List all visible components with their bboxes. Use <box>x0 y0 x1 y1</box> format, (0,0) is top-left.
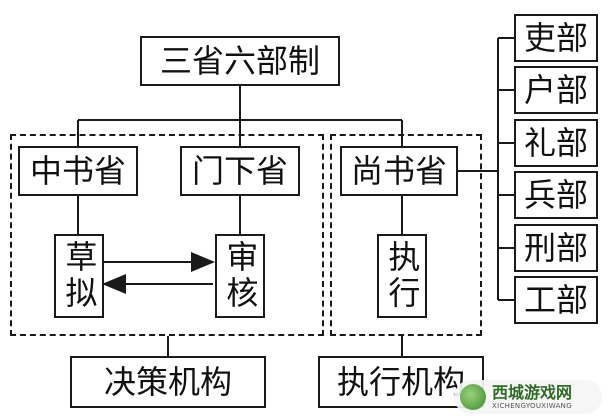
ministry-node-6: 工部 <box>514 276 598 324</box>
zhongshu-node: 中书省 <box>18 146 138 196</box>
ministry-node-2: 户部 <box>514 66 598 114</box>
ministry-node-5: 刑部 <box>514 224 598 272</box>
execution-body-label: 执行机构 <box>336 363 465 401</box>
execution-body-node: 执行机构 <box>318 356 484 408</box>
ministry-node-1: 吏部 <box>514 14 598 62</box>
site-watermark: 西城游戏网 XICHENGYOUXIWANG <box>454 380 602 414</box>
ministry-node-4: 兵部 <box>514 171 598 219</box>
caoni-node: 草拟 <box>54 234 104 318</box>
zhongshu-label: 中书省 <box>29 152 126 190</box>
caoni-label: 草拟 <box>60 240 99 312</box>
root-label: 三省六部制 <box>159 42 320 80</box>
watermark-logo-icon <box>460 384 486 410</box>
zhixing-node: 执行 <box>377 234 427 318</box>
shangshu-label: 尚书省 <box>350 152 447 190</box>
watermark-subtitle: XICHENGYOUXIWANG <box>492 401 572 410</box>
decision-body-node: 决策机构 <box>70 356 266 408</box>
ministry-label: 礼部 <box>523 124 588 162</box>
menxia-label: 门下省 <box>191 152 288 190</box>
ministry-label: 兵部 <box>523 176 588 214</box>
decision-group-region <box>10 134 324 336</box>
shenhe-node: 审核 <box>215 234 265 318</box>
decision-body-label: 决策机构 <box>103 363 232 401</box>
execution-group-region <box>330 134 482 336</box>
ministry-node-3: 礼部 <box>514 119 598 167</box>
zhixing-label: 执行 <box>383 240 422 312</box>
ministry-label: 吏部 <box>523 19 588 57</box>
watermark-title: 西城游戏网 <box>492 382 573 402</box>
shenhe-label: 审核 <box>221 240 260 312</box>
ministry-label: 户部 <box>523 71 588 109</box>
ministry-label: 工部 <box>523 281 588 319</box>
ministry-label: 刑部 <box>523 229 588 267</box>
shangshu-node: 尚书省 <box>340 146 458 196</box>
root-node: 三省六部制 <box>140 36 340 86</box>
menxia-node: 门下省 <box>180 146 300 196</box>
